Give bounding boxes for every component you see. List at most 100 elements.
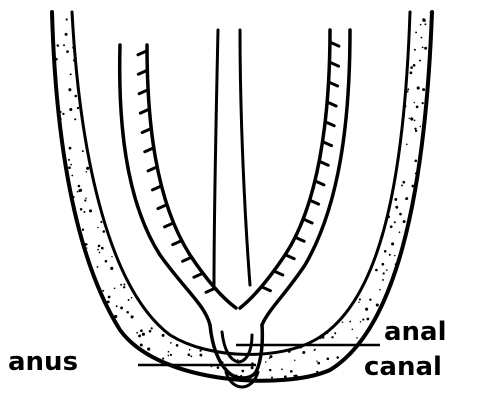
stipple-dot <box>176 261 179 264</box>
stipple-dot <box>107 372 110 375</box>
stipple-dot <box>275 127 277 129</box>
stipple-dot <box>83 44 85 46</box>
stipple-dot <box>433 179 435 181</box>
stipple-dot <box>394 221 396 223</box>
stipple-dot <box>256 85 259 88</box>
stipple-dot <box>116 146 118 148</box>
stipple-dot <box>49 184 51 186</box>
stipple-dot <box>335 195 338 198</box>
stipple-dot <box>239 278 240 279</box>
stipple-dot <box>265 341 268 344</box>
stipple-dot <box>112 120 114 122</box>
stipple-dot <box>138 285 141 288</box>
stipple-dot <box>224 258 226 260</box>
stipple-dot <box>140 329 143 332</box>
stipple-dot <box>192 18 194 20</box>
stipple-dot <box>70 164 72 166</box>
stipple-dot <box>50 227 53 230</box>
stipple-dot <box>305 182 307 184</box>
stipple-dot <box>414 49 416 51</box>
stipple-dot <box>170 294 173 297</box>
stipple-dot <box>96 12 99 15</box>
stipple-dot <box>126 375 129 378</box>
stipple-dot <box>122 233 125 236</box>
stipple-dot <box>138 367 141 370</box>
stipple-dot <box>287 32 289 34</box>
stipple-dot <box>349 321 351 323</box>
stipple-dot <box>42 381 45 384</box>
stipple-dot <box>379 67 382 70</box>
stipple-dot <box>338 295 341 298</box>
stipple-dot <box>46 221 49 224</box>
stipple-dot <box>205 108 207 110</box>
stipple-dot <box>49 241 51 243</box>
stipple-dot <box>202 19 204 21</box>
stipple-dot <box>218 129 220 131</box>
stipple-dot <box>398 75 400 77</box>
stipple-dot <box>49 50 51 52</box>
stipple-dot <box>251 300 253 302</box>
stipple-dot <box>151 220 154 223</box>
stipple-dot <box>296 266 299 269</box>
stipple-dot <box>376 163 378 165</box>
stipple-dot <box>232 155 235 158</box>
stipple-dot <box>378 23 381 26</box>
stipple-dot <box>357 127 360 130</box>
stipple-dot <box>371 247 373 249</box>
stipple-dot <box>242 9 245 12</box>
stipple-dot <box>323 48 326 51</box>
stipple-dot <box>253 231 255 233</box>
stipple-dot <box>217 217 219 219</box>
stipple-dot <box>113 327 115 329</box>
stipple-dot <box>366 152 369 155</box>
stipple-dot <box>193 266 196 269</box>
stipple-dot <box>422 88 425 91</box>
stipple-dot <box>106 89 108 91</box>
stipple-dot <box>422 46 424 48</box>
stipple-dot <box>401 184 403 186</box>
stipple-dot <box>231 90 233 92</box>
stipple-dot <box>140 344 143 347</box>
stipple-dot <box>231 23 234 26</box>
stipple-dot <box>130 37 132 39</box>
stipple-dot <box>203 38 205 40</box>
lining-tick <box>319 161 328 165</box>
stipple-dot <box>126 311 129 314</box>
stipple-dot <box>295 57 297 59</box>
anal-canal-inner <box>222 332 252 362</box>
stipple-dot <box>188 353 191 356</box>
stipple-dot <box>55 172 57 174</box>
stipple-dot <box>312 170 315 173</box>
stipple-dot <box>301 255 304 258</box>
stipple-dot <box>372 35 375 38</box>
stipple-dot <box>336 356 339 359</box>
stipple-dot <box>84 199 86 201</box>
stipple-dot <box>362 78 364 80</box>
stipple-dot <box>218 273 220 275</box>
stipple-dot <box>403 220 406 223</box>
stipple-dot <box>437 23 439 25</box>
stipple-dot <box>411 185 414 188</box>
stipple-dot <box>108 331 111 334</box>
stipple-dot <box>239 12 242 15</box>
stipple-dot <box>85 23 88 26</box>
stipple-dot <box>160 113 162 115</box>
stipple-dot <box>39 196 41 198</box>
stipple-dot <box>119 250 121 252</box>
stipple-dot <box>428 185 430 187</box>
lining-tick <box>295 237 304 241</box>
stipple-dot <box>237 144 239 146</box>
stipple-dot <box>414 225 416 227</box>
stipple-dot <box>238 220 241 223</box>
stipple-dot <box>99 252 101 254</box>
stipple-dot <box>116 305 118 307</box>
stipple-dot <box>365 46 366 47</box>
stipple-dot <box>181 317 183 319</box>
stipple-dot <box>213 333 216 336</box>
stipple-dot <box>397 304 399 306</box>
stipple-dot <box>277 251 278 252</box>
stipple-dot <box>429 145 431 147</box>
stipple-dot <box>217 366 220 369</box>
lining-tick <box>158 205 167 209</box>
stipple-dot <box>170 342 172 344</box>
